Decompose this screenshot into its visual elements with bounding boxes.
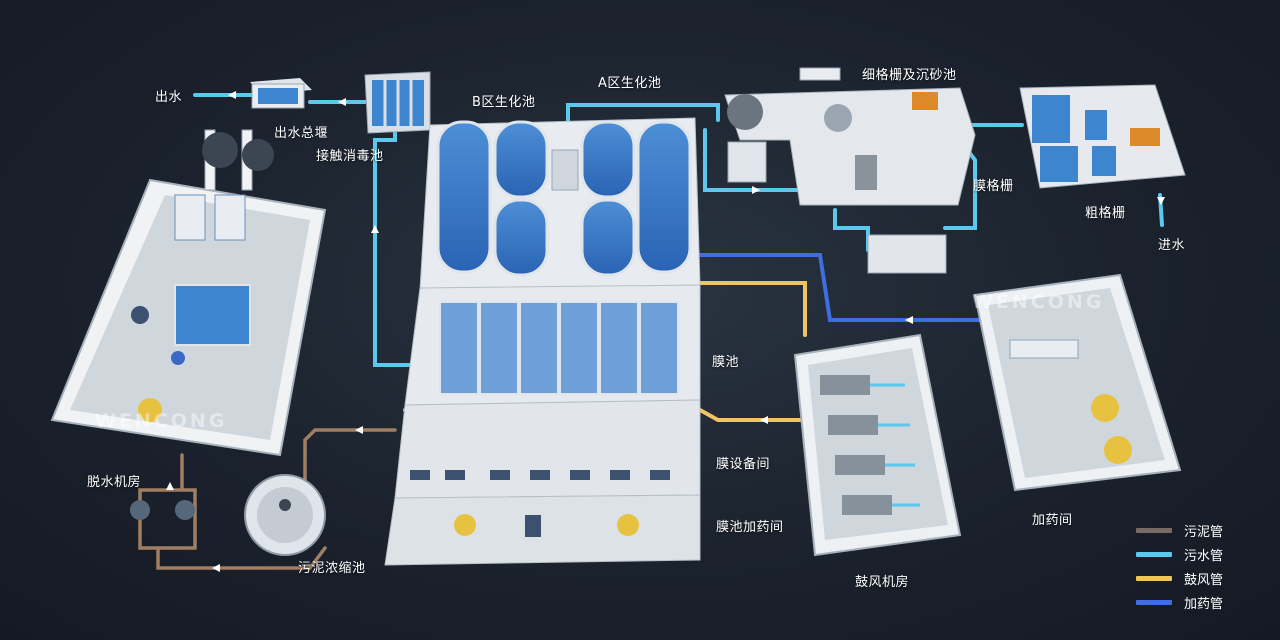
legend-swatch-sludge — [1136, 527, 1172, 533]
label-membrane-tank: 膜池 — [712, 355, 740, 370]
membrane-dosing-room — [384, 494, 701, 566]
fine-screen-building — [724, 67, 976, 206]
contact-tank — [364, 71, 431, 134]
legend-label: 污水管 — [1184, 548, 1224, 564]
label-blower-room: 鼓风机房 — [855, 575, 910, 590]
watermark-left: WENCONG — [95, 410, 228, 432]
label-a-zone: A区生化池 — [598, 76, 662, 91]
label-dosing-room: 加药间 — [1032, 513, 1073, 528]
label-sludge-thickener: 污泥浓缩池 — [298, 561, 366, 576]
label-fine-screen: 细格栅及沉砂池 — [862, 68, 957, 83]
legend-item-dosing: 加药管 — [1136, 590, 1276, 614]
legend-label: 污泥管 — [1184, 524, 1224, 540]
dewatering-building — [50, 129, 327, 457]
legend-item-sludge: 污泥管 — [1136, 518, 1276, 542]
legend-swatch-sewage — [1136, 551, 1172, 557]
coarse-screen-building — [1019, 84, 1186, 189]
dosing-building — [973, 273, 1182, 492]
flow-arrows — [166, 91, 1165, 572]
watermark-right: WENCONG — [972, 291, 1105, 313]
membrane-equipment-room — [394, 399, 701, 499]
outlet-weir — [250, 78, 312, 109]
legend-item-sewage: 污水管 — [1136, 542, 1276, 566]
label-outlet: 出水 — [155, 90, 183, 105]
label-inlet: 进水 — [1158, 238, 1186, 253]
legend-swatch-dosing — [1136, 599, 1172, 605]
label-membrane-equipment: 膜设备间 — [716, 457, 771, 472]
label-coarse-screen: 粗格栅 — [1085, 206, 1126, 221]
legend-label: 加药管 — [1184, 596, 1224, 612]
legend-item-air: 鼓风管 — [1136, 566, 1276, 590]
membrane-screen-box — [867, 234, 947, 274]
label-membrane-dosing: 膜池加药间 — [716, 520, 784, 535]
legend-label: 鼓风管 — [1184, 572, 1224, 588]
blower-room — [793, 333, 962, 557]
membrane-tank-block — [404, 284, 701, 406]
sludge-pumps — [130, 500, 195, 520]
label-b-zone: B区生化池 — [472, 95, 536, 110]
label-contact-tank: 接触消毒池 — [316, 149, 384, 164]
pipe-legend: 污泥管 污水管 鼓风管 加药管 — [1136, 518, 1276, 614]
bio-tank-block — [419, 117, 701, 291]
label-membrane-screen: 膜格栅 — [973, 179, 1014, 194]
label-dewatering: 脱水机房 — [87, 475, 142, 490]
legend-swatch-air — [1136, 575, 1172, 581]
sludge-thickener — [244, 474, 326, 556]
label-outlet-weir: 出水总堰 — [274, 126, 329, 141]
